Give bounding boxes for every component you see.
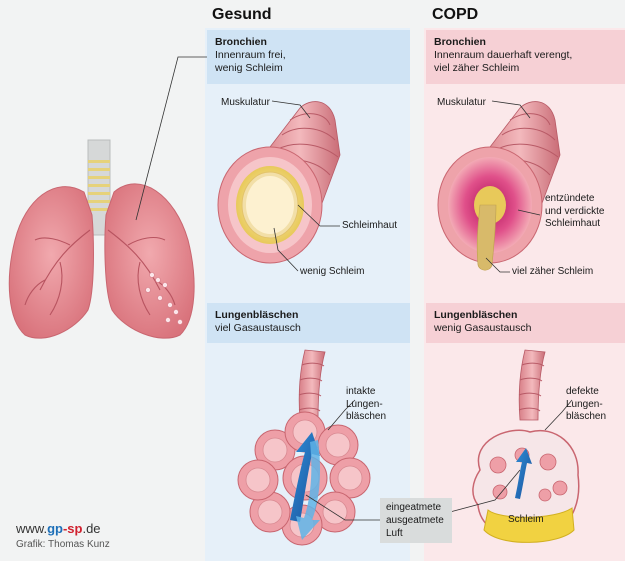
- site-suffix: .de: [82, 521, 100, 536]
- copd-mucosa-line-3: Schleimhaut: [545, 218, 600, 229]
- copd-mucosa-line-1: entzündete: [545, 193, 595, 204]
- copd-alveoli-label: defekte Lungen- bläschen: [566, 386, 606, 424]
- copd-alveoli-line-3: bläschen: [566, 411, 606, 422]
- healthy-muscle-label: Muskulatur: [221, 97, 270, 110]
- copd-mucosa-label: entzündete und verdickte Schleimhaut: [545, 193, 604, 231]
- website-credit: www.gp-sp.de: [16, 521, 101, 536]
- air-label-box: eingeatmete ausgeatmete Luft: [380, 498, 452, 543]
- healthy-alveoli-illustration: [238, 350, 370, 545]
- copd-alveoli-line-2: Lungen-: [566, 399, 603, 410]
- copd-mucosa-line-2: und verdickte: [545, 206, 604, 217]
- healthy-mucus-label: wenig Schleim: [300, 266, 364, 279]
- healthy-alveoli-line-2: Lungen-: [346, 399, 383, 410]
- healthy-bronchus-illustration: [218, 102, 340, 263]
- copd-alveoli-line-1: defekte: [566, 386, 599, 397]
- healthy-alveoli-label: intakte Lungen- bläschen: [346, 386, 386, 424]
- air-line-2: ausgeatmete: [386, 515, 444, 526]
- site-b: sp: [67, 521, 82, 536]
- lungs-illustration: [9, 140, 194, 338]
- mucus-pool-label: Schleim: [508, 514, 544, 527]
- copd-mucus-label: viel zäher Schleim: [512, 266, 593, 279]
- air-line-3: Luft: [386, 528, 403, 539]
- healthy-alveoli-line-3: bläschen: [346, 411, 386, 422]
- copd-muscle-label: Muskulatur: [437, 97, 486, 110]
- site-prefix: www.: [16, 521, 47, 536]
- air-line-1: eingeatmete: [386, 502, 441, 513]
- site-a: gp: [47, 521, 63, 536]
- healthy-alveoli-line-1: intakte: [346, 386, 375, 397]
- healthy-mucosa-label: Schleimhaut: [342, 220, 397, 233]
- author-credit: Grafik: Thomas Kunz: [16, 539, 110, 550]
- copd-bronchus-illustration: [438, 102, 560, 271]
